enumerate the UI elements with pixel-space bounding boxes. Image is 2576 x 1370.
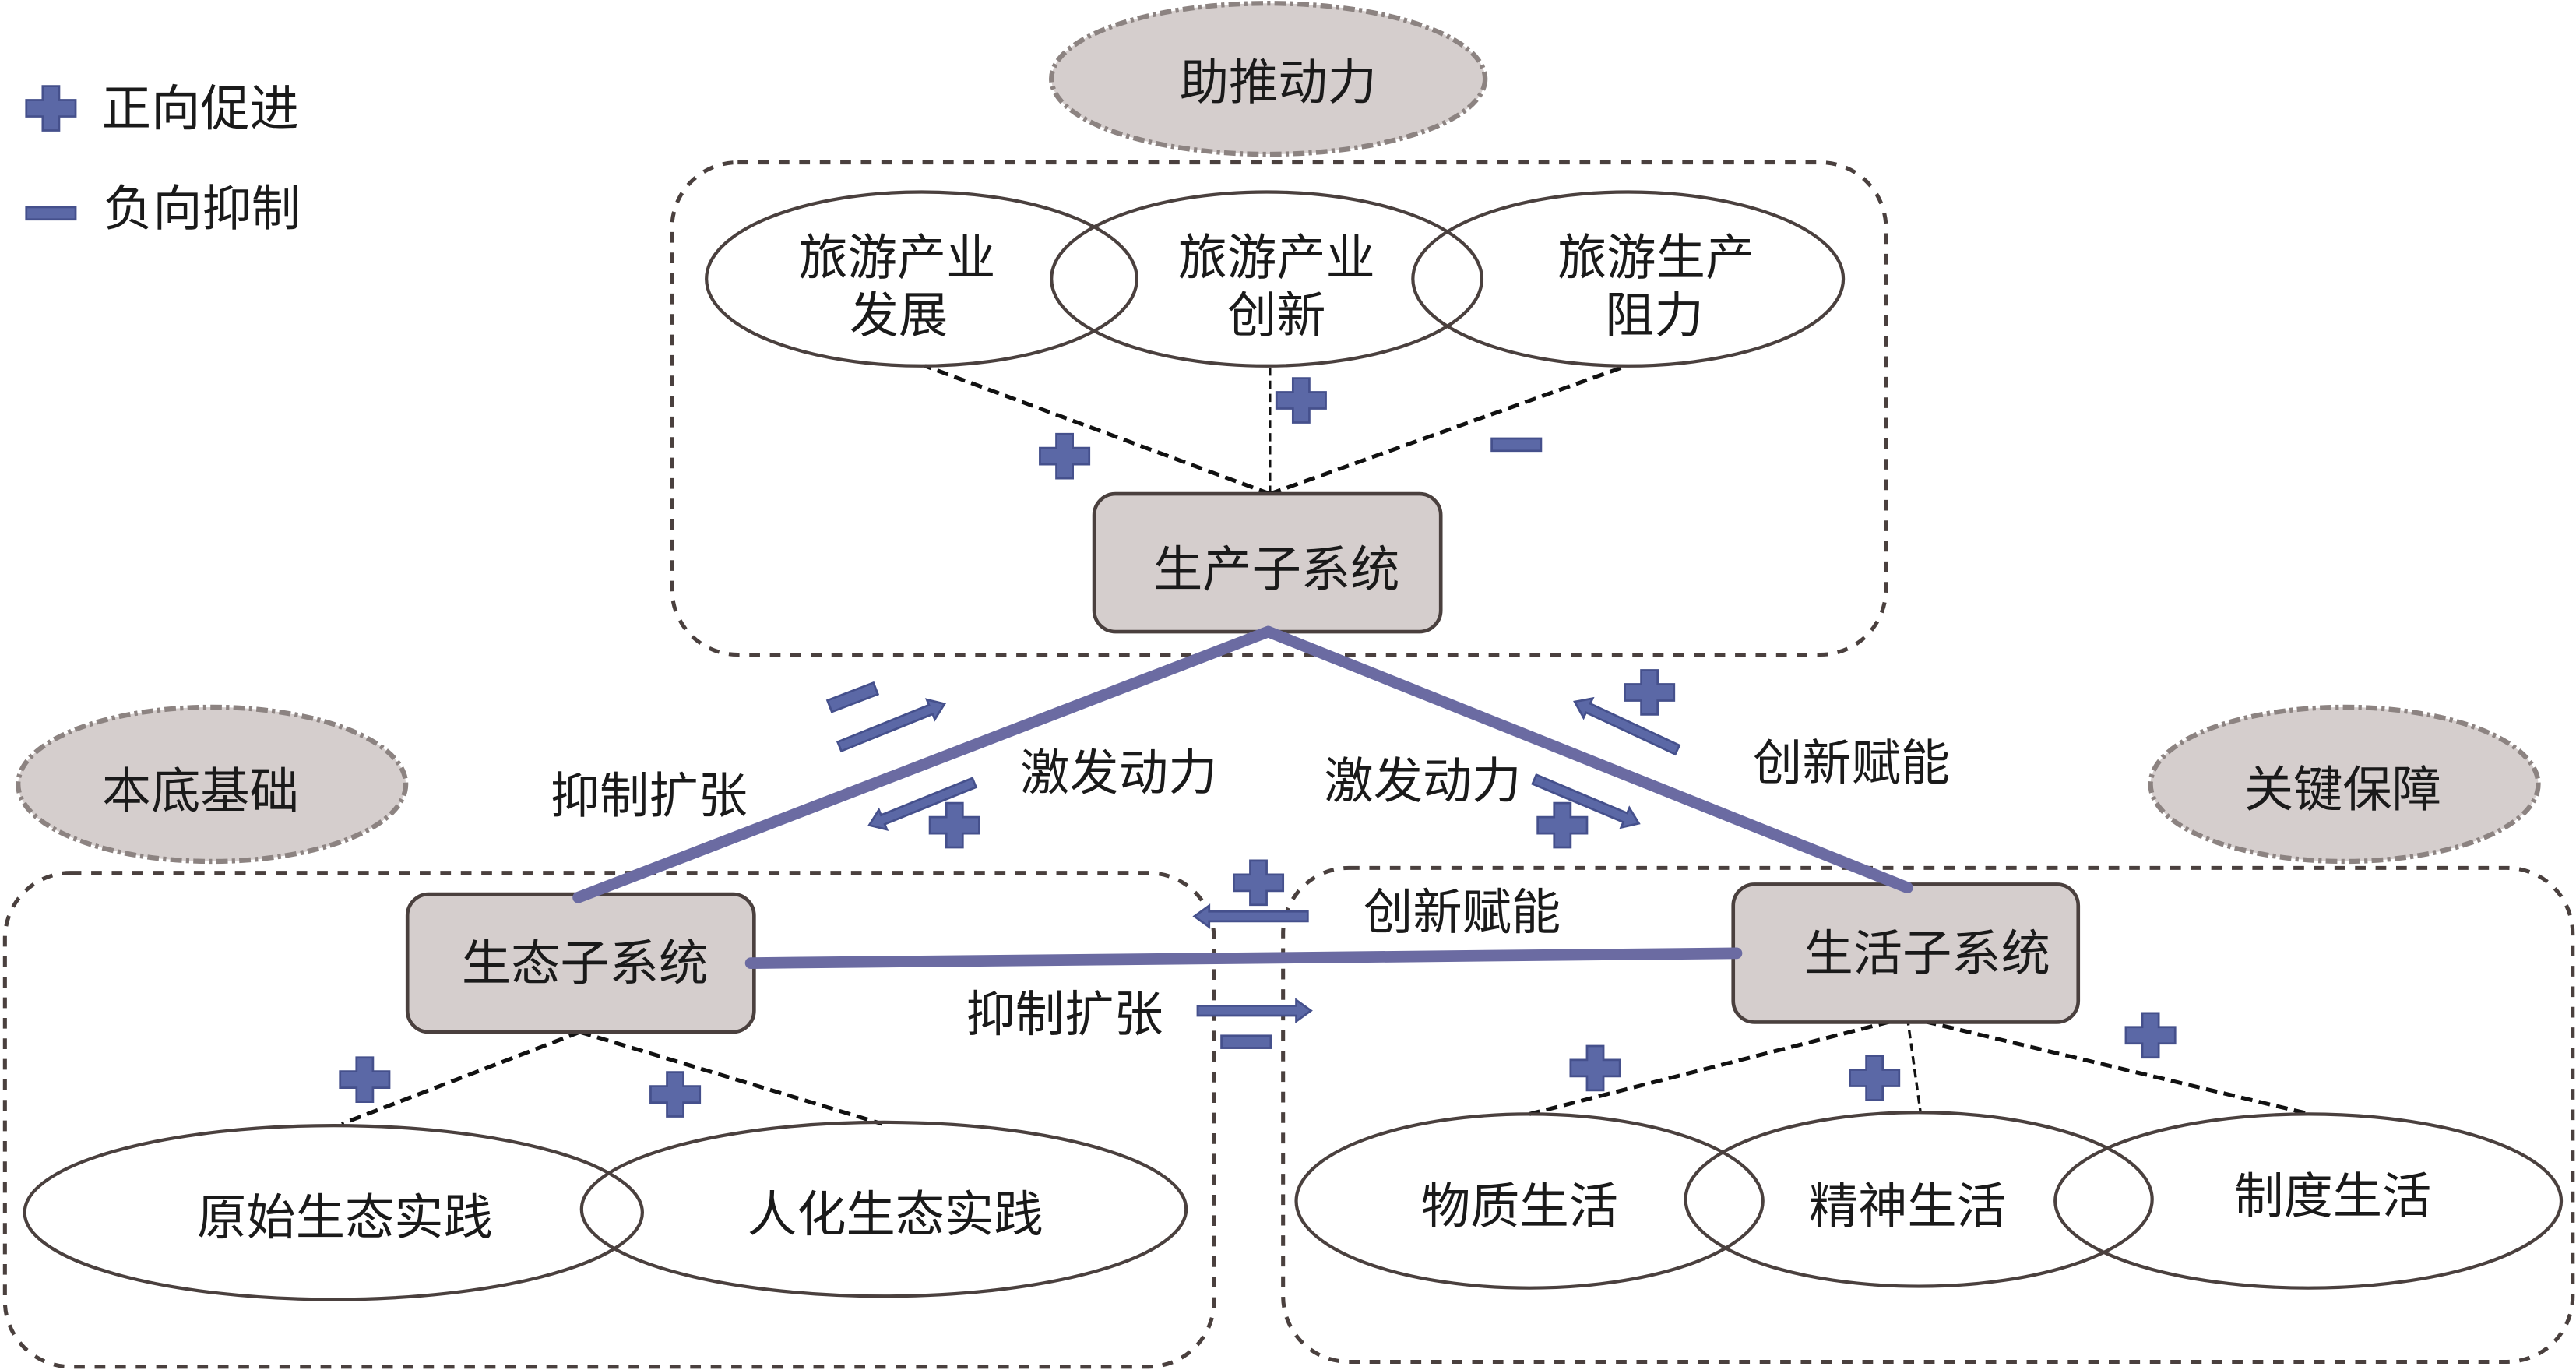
category-foundation: 本底基础 [16, 704, 409, 865]
life-subsystem-node: 生活子系统 [1731, 882, 2081, 1024]
plus-icon [25, 85, 77, 132]
factor-label: 旅游产业 [1178, 229, 1375, 287]
plus-icon [928, 801, 980, 849]
plus-icon [2124, 1012, 2177, 1059]
plus-icon [1849, 1055, 1901, 1101]
category-label: 助推动力 [1180, 53, 1377, 111]
factor-label: 精神生活 [1809, 1177, 2006, 1234]
factor-tie-line [1529, 1015, 1908, 1116]
relation-label: 创新赋能 [1364, 883, 1561, 941]
link-ecology-life [744, 947, 1743, 969]
factor-label: 创新 [1227, 286, 1326, 343]
ecology-cluster-frame [2, 871, 1216, 1369]
category-label: 关键保障 [2244, 760, 2441, 818]
factor-label: 原始生态实践 [197, 1189, 493, 1246]
subsystem-label: 生活子系统 [1804, 924, 2050, 982]
factor-tie-line [1269, 364, 1628, 496]
life-factors: 物质生活 精神生活 制度生活 [1294, 1111, 2564, 1290]
minus-icon [1220, 1034, 1272, 1049]
minus-icon [826, 681, 879, 713]
subsystem-label: 生态子系统 [462, 935, 708, 992]
plus-icon [1569, 1044, 1621, 1092]
factor-label: 阻力 [1605, 286, 1704, 343]
category-ellipse [2148, 704, 2541, 865]
category-key-guarantee: 关键保障 [2148, 704, 2541, 865]
category-ellipse [16, 704, 409, 865]
ecology-subsystem-node: 生态子系统 [405, 892, 756, 1034]
relation-label: 创新赋能 [1753, 734, 1950, 792]
factor-tie-line [579, 1030, 883, 1126]
plus-icon [1536, 801, 1589, 849]
factor-label: 人化生态实践 [748, 1185, 1043, 1243]
relation-label: 抑制扩张 [966, 985, 1163, 1043]
ecology-factors: 原始生态实践 人化生态实践 [23, 1120, 1188, 1301]
link-ecology-production [572, 625, 1275, 903]
factor-ellipse-material-life [1294, 1112, 1765, 1290]
plus-icon [1039, 432, 1091, 480]
link-production-life [1262, 625, 1913, 894]
factor-tie-line [924, 364, 1271, 496]
production-cluster-frame [670, 160, 1888, 657]
production-subsystem-node: 生产子系统 [1092, 491, 1443, 634]
plus-icon [1624, 669, 1676, 716]
legend: 正向促进 负向抑制 [25, 79, 301, 238]
factor-ellipse-original-ecological-practice [23, 1124, 644, 1301]
legend-positive-label: 正向促进 [102, 79, 299, 137]
production-factors: 旅游产业 发展 旅游产业 创新 旅游生产 阻力 [705, 190, 1846, 368]
plus-icon [339, 1056, 391, 1103]
factor-ellipse-spiritual-life [1684, 1111, 2154, 1288]
relation-label: 激发动力 [1020, 744, 1217, 801]
arrow-up-left-icon [1568, 691, 1684, 761]
minus-icon [25, 206, 77, 221]
category-label: 本底基础 [102, 762, 299, 819]
arrow-left-icon [1193, 904, 1309, 928]
factor-label: 旅游产业 [798, 229, 995, 287]
factor-ellipse-tourism-production-resistance [1411, 190, 1846, 368]
legend-negative-label: 负向抑制 [104, 180, 301, 238]
factor-ellipse-institutional-life [2053, 1112, 2564, 1290]
plus-icon [1275, 377, 1327, 424]
relation-label: 抑制扩张 [551, 767, 748, 825]
factor-ellipse-tourism-industry-innovation [1050, 190, 1484, 368]
factor-label: 制度生活 [2234, 1167, 2431, 1225]
minus-icon [1490, 437, 1543, 453]
factor-tie-line [1906, 1016, 1922, 1113]
factor-ellipse-humanized-ecological-practice [579, 1120, 1188, 1298]
factor-label: 发展 [850, 286, 948, 343]
plus-icon [1233, 859, 1285, 907]
plus-icon [649, 1071, 702, 1118]
category-driving-force: 助推动力 [1049, 1, 1488, 157]
subsystem-label: 生产子系统 [1153, 541, 1399, 598]
factor-label: 物质生活 [1421, 1177, 1618, 1234]
relation-label: 激发动力 [1324, 752, 1521, 810]
life-cluster-frame [1281, 865, 2575, 1364]
category-ellipse [1049, 1, 1488, 157]
factor-tie-line [1906, 1015, 2310, 1116]
factor-ellipse-tourism-industry-development [705, 190, 1139, 368]
factor-tie-line [340, 1030, 581, 1126]
factor-label: 旅游生产 [1557, 229, 1754, 287]
